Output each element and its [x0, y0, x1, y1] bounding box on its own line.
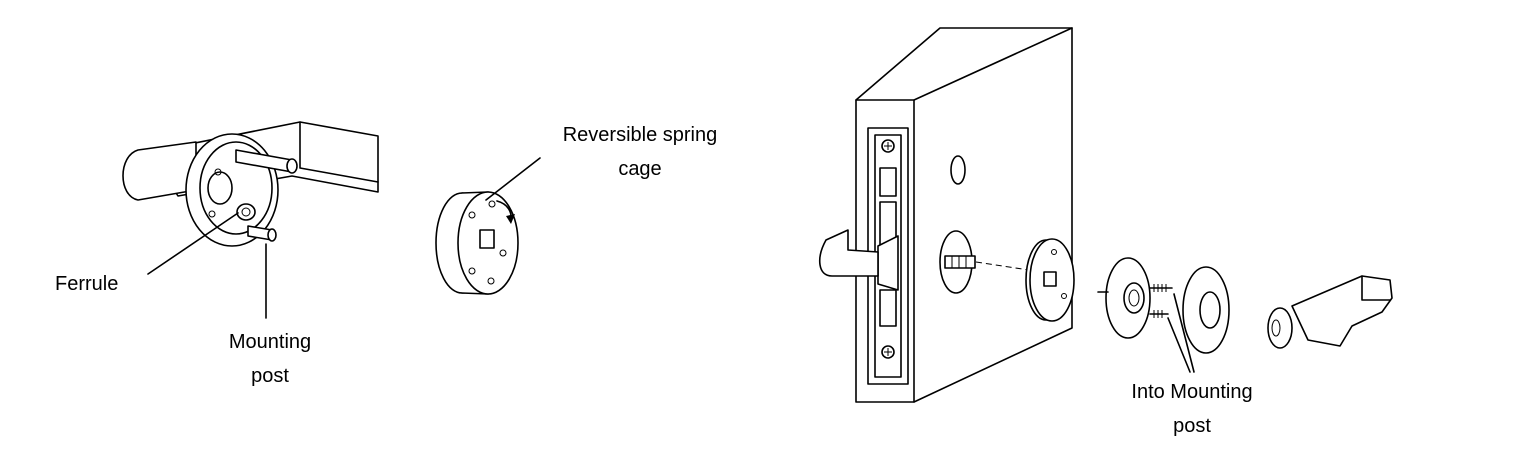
inside-lever [819, 229, 879, 277]
mounting-post-label-line2: post [251, 365, 289, 387]
spring-cage-label-line2: cage [618, 158, 661, 180]
ferrule-label: Ferrule [55, 273, 118, 295]
mortise-door-block [819, 27, 1073, 403]
outside-lever [1291, 275, 1393, 347]
lever-hub [122, 141, 197, 201]
into-mounting-leader-1 [1167, 317, 1191, 373]
spring-cage-label-line1: Reversible spring [563, 124, 718, 146]
ferrule-leader [147, 212, 239, 275]
spindle [944, 255, 976, 269]
into-mounting-label-line1: Into Mounting [1131, 381, 1252, 403]
door-upper-hole [950, 155, 966, 185]
ferrule-shape [236, 203, 256, 221]
cage-spindle-square [479, 229, 495, 249]
mounting-post-label-line1: Mounting [229, 331, 311, 353]
spring-cage-part [435, 157, 541, 295]
spindle-hole [207, 171, 233, 205]
into-mounting-leader-2 [1173, 293, 1195, 373]
into-mounting-label-line2: post [1173, 415, 1211, 437]
door-slab [855, 27, 1073, 403]
lever-rose-assembly [122, 121, 379, 319]
latch-bolt [877, 235, 899, 291]
exploded-trim-parts [1025, 238, 1393, 373]
spring-cage-leader [485, 157, 541, 201]
